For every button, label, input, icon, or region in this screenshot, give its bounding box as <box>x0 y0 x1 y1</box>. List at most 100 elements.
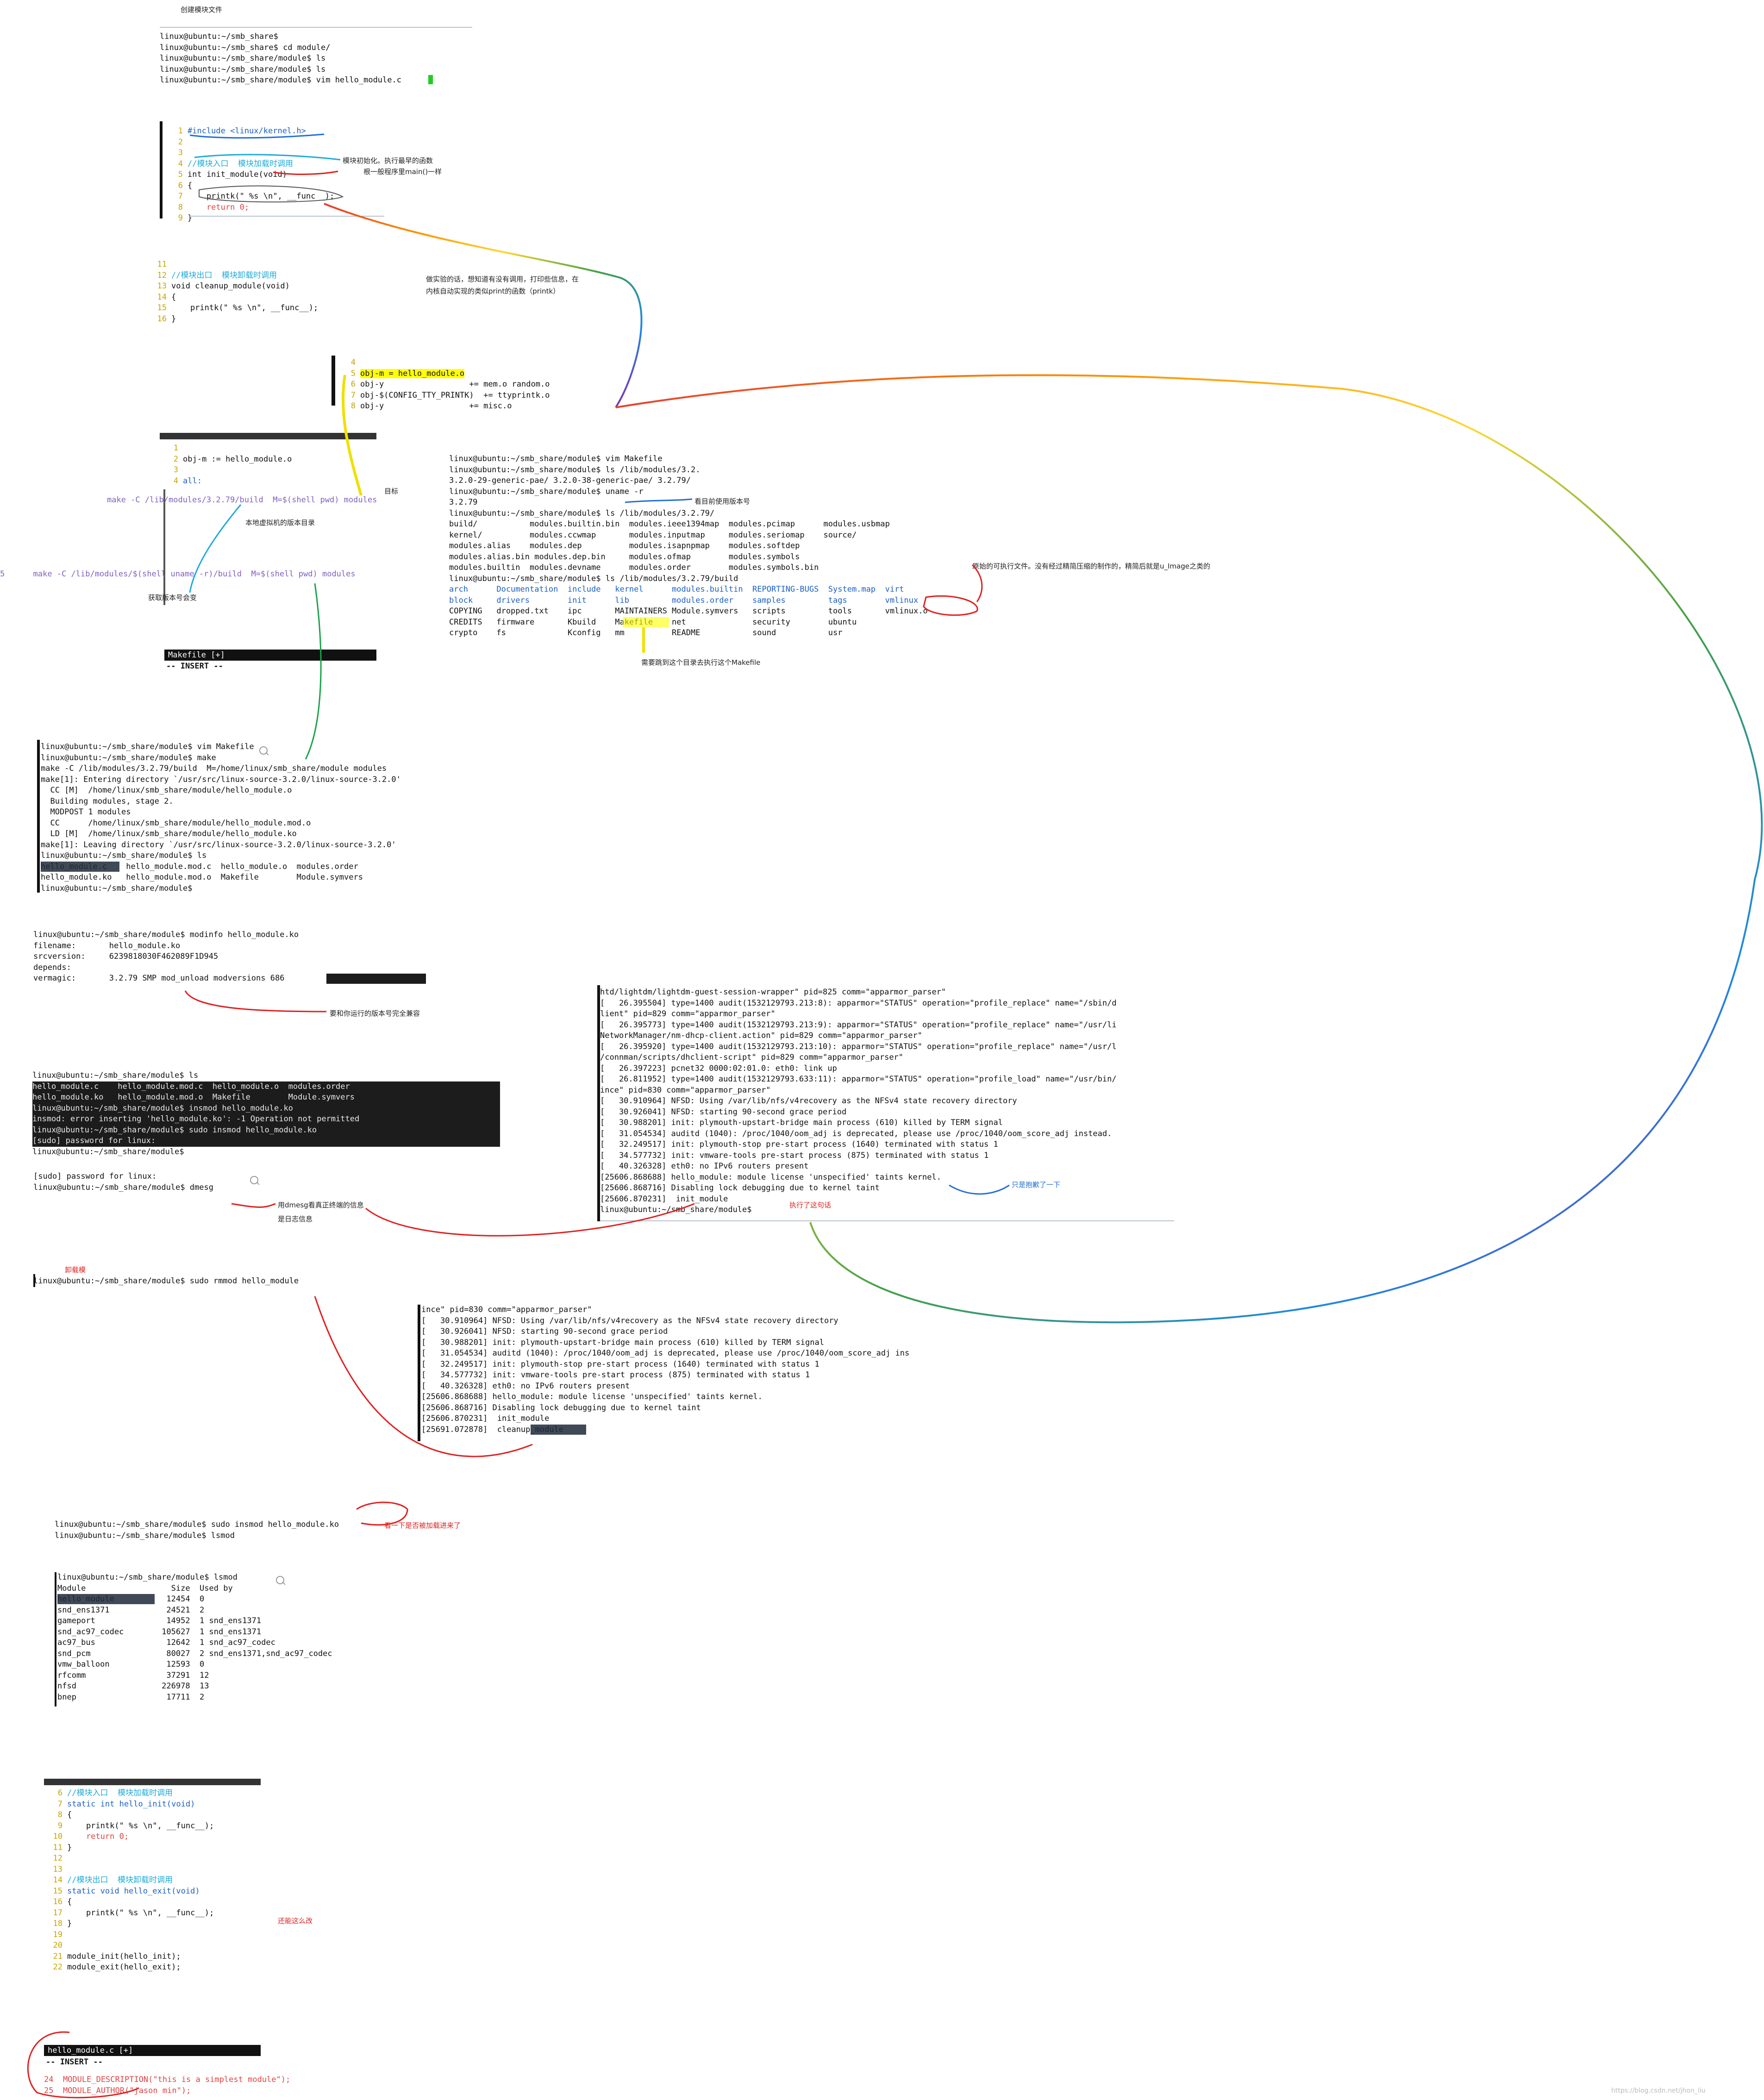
vim-status-line: Makefile [+] <box>164 650 376 661</box>
terminal-line: modules.alias modules.dep modules.isapnp… <box>449 541 800 550</box>
code-line: 18} <box>53 1919 72 1928</box>
terminal-line: modules.alias.bin modules.dep.bin module… <box>449 552 800 562</box>
annotation: 获取版本号会变 <box>148 594 197 602</box>
annotation: 用dmesg看真正终端的信息 <box>278 1201 364 1209</box>
terminal-line: [25606.868716] Disabling lock debugging … <box>600 1183 880 1193</box>
highlight-hello-module <box>57 1594 155 1604</box>
terminal-line: insmod: error inserting 'hello_module.ko… <box>32 1114 360 1124</box>
connector-green <box>305 583 322 760</box>
highlight-cleanup <box>531 1425 586 1435</box>
terminal-line: kernel/ modules.ccwmap modules.inputmap … <box>449 530 857 540</box>
table-row: rfcomm 37291 12 <box>57 1670 209 1680</box>
code-line: 11 <box>157 260 167 269</box>
code-line: 8 return 0; <box>178 202 250 212</box>
terminal-line: linux@ubuntu:~/smb_share/module$ sudo in… <box>55 1520 339 1529</box>
terminal-uname-ls[interactable]: linux@ubuntu:~/smb_share/module$ vim Mak… <box>449 454 986 639</box>
terminal-line: CC [M] /home/linux/smb_share/module/hell… <box>41 786 292 795</box>
code-line: 19 <box>53 1930 63 1939</box>
terminal-line: filename: hello_module.ko <box>33 941 181 950</box>
terminal-line: [ 32.249517] init: plymouth-stop pre-sta… <box>421 1359 819 1369</box>
terminal-line: linux@ubuntu:~/smb_share/module$ sudo in… <box>32 1125 317 1135</box>
table-row: nfsd 226978 13 <box>57 1681 209 1691</box>
circle-stroke <box>199 185 344 203</box>
arrow-stroke <box>365 1203 695 1237</box>
terminal-line: linux@ubuntu:~/smb_share/module$ ls <box>160 54 326 63</box>
connector-rainbow-loop <box>615 374 1763 1324</box>
terminal-rmmod[interactable]: linux@ubuntu:~/smb_share/module$ sudo rm… <box>33 1276 357 1287</box>
table-row: snd_ens1371 24521 2 <box>57 1605 205 1615</box>
arrow-stroke <box>625 498 693 503</box>
code-line: 13 <box>53 1864 63 1874</box>
terminal-line: make -C /lib/modules/3.2.79/build M=/hom… <box>41 764 387 773</box>
terminal-cd-module[interactable]: linux@ubuntu:~/smb_share$ linux@ubuntu:~… <box>160 31 475 86</box>
code-line: 16} <box>157 314 176 324</box>
underline-stroke <box>194 154 341 161</box>
terminal-insmod[interactable]: linux@ubuntu:~/smb_share/module$ ls hell… <box>32 1070 500 1157</box>
terminal-line: arch Documentation include kernel module… <box>449 585 904 594</box>
terminal-dmesg[interactable]: [sudo] password for linux: linux@ubuntu:… <box>33 1171 265 1193</box>
code-line: 9 printk(" %s \n", __func__); <box>57 1821 214 1831</box>
terminal-line: [25606.870231] init_module <box>600 1194 728 1204</box>
underline-stroke <box>189 133 325 139</box>
code-line: 14//模块出口 模块卸载时调用 <box>53 1875 173 1885</box>
terminal-line: ince" pid=830 comm="apparmor_parser" <box>421 1305 592 1314</box>
terminal-line: vermagic: 3.2.79 SMP mod_unload modversi… <box>33 974 285 983</box>
terminal-line: [ 26.395773] type=1400 audit(1532129793.… <box>600 1020 1117 1030</box>
terminal-line: COPYING dropped.txt ipc MAINTAINERS Modu… <box>449 606 928 616</box>
terminal-line: linux@ubuntu:~/smb_share/module$ ls <box>160 64 326 74</box>
circle-stroke <box>923 595 978 616</box>
annotation: 内核自动实现的类似print的函数（printk） <box>426 287 560 295</box>
window-edge <box>160 121 163 219</box>
terminal-line: make[1]: Leaving directory `/usr/src/lin… <box>41 840 396 850</box>
arrow-stroke <box>231 1203 276 1208</box>
arrow-stroke <box>971 564 983 602</box>
terminal-line: ince" pid=830 comm="apparmor_parser" <box>600 1085 771 1095</box>
window-edge <box>418 1305 420 1441</box>
terminal-line: block drivers init lib modules.order sam… <box>449 595 919 605</box>
circle-stroke <box>27 2031 139 2099</box>
window-edge <box>332 356 335 406</box>
code-line: 11} <box>53 1843 72 1852</box>
circle-stroke <box>356 1501 408 1526</box>
terminal-dmesg-output[interactable]: htd/lightdm/lightdm-guest-session-wrappe… <box>600 987 1174 1216</box>
code-line: 14{ <box>157 292 176 302</box>
cursor <box>428 75 433 84</box>
code-line: 15 printk(" %s \n", __func__); <box>157 303 319 312</box>
terminal-insmod-lsmod[interactable]: linux@ubuntu:~/smb_share/module$ sudo in… <box>55 1519 379 1541</box>
table-row: bnep 17711 2 <box>57 1692 205 1702</box>
terminal-line: linux@ubuntu:~/smb_share/module$ lsmod <box>57 1573 238 1582</box>
terminal-line: [25606.868716] Disabling lock debugging … <box>421 1403 701 1412</box>
code-line: 4//模块入口 模块加载时调用 <box>178 159 293 169</box>
annotation: 目标 <box>384 487 399 495</box>
window-edge <box>33 1274 35 1287</box>
terminal-line: linux@ubuntu:~/smb_share/module$ make <box>41 753 216 762</box>
terminal-make[interactable]: linux@ubuntu:~/smb_share/module$ vim Mak… <box>41 742 457 894</box>
arrow-stroke <box>949 1184 1010 1195</box>
connector-yellow <box>341 375 363 496</box>
annotation: 原始的可执行文件。没有经过精简压缩的制作的，精简后就是u_Image之类的 <box>972 562 1210 570</box>
table-row: snd_ac97_codec 105627 1 snd_ens1371 <box>57 1627 262 1637</box>
code-line: 4 <box>350 358 356 367</box>
vim-mode: -- INSERT -- <box>46 2057 103 2067</box>
terminal-line: [ 30.988201] init: plymouth-upstart-brid… <box>600 1118 1003 1127</box>
terminal-line: Building modules, stage 2. <box>41 796 174 806</box>
terminal-line: linux@ubuntu:~/smb_share/module$ lsmod <box>55 1531 235 1540</box>
terminal-line: linux@ubuntu:~/smb_share/module$ vim Mak… <box>41 742 254 751</box>
terminal-modinfo[interactable]: linux@ubuntu:~/smb_share/module$ modinfo… <box>33 930 427 984</box>
code-line: 3 <box>173 465 178 475</box>
terminal-dmesg-output-2[interactable]: ince" pid=830 comm="apparmor_parser" [ 3… <box>421 1305 968 1435</box>
vim-editor-init-module[interactable]: 1#include <linux/kernel.h> 2 3 4//模块入口 模… <box>164 126 387 224</box>
terminal-line: linux@ubuntu:~/smb_share/module$ dmesg <box>33 1182 213 1192</box>
annotation: 是日志信息 <box>278 1215 313 1223</box>
